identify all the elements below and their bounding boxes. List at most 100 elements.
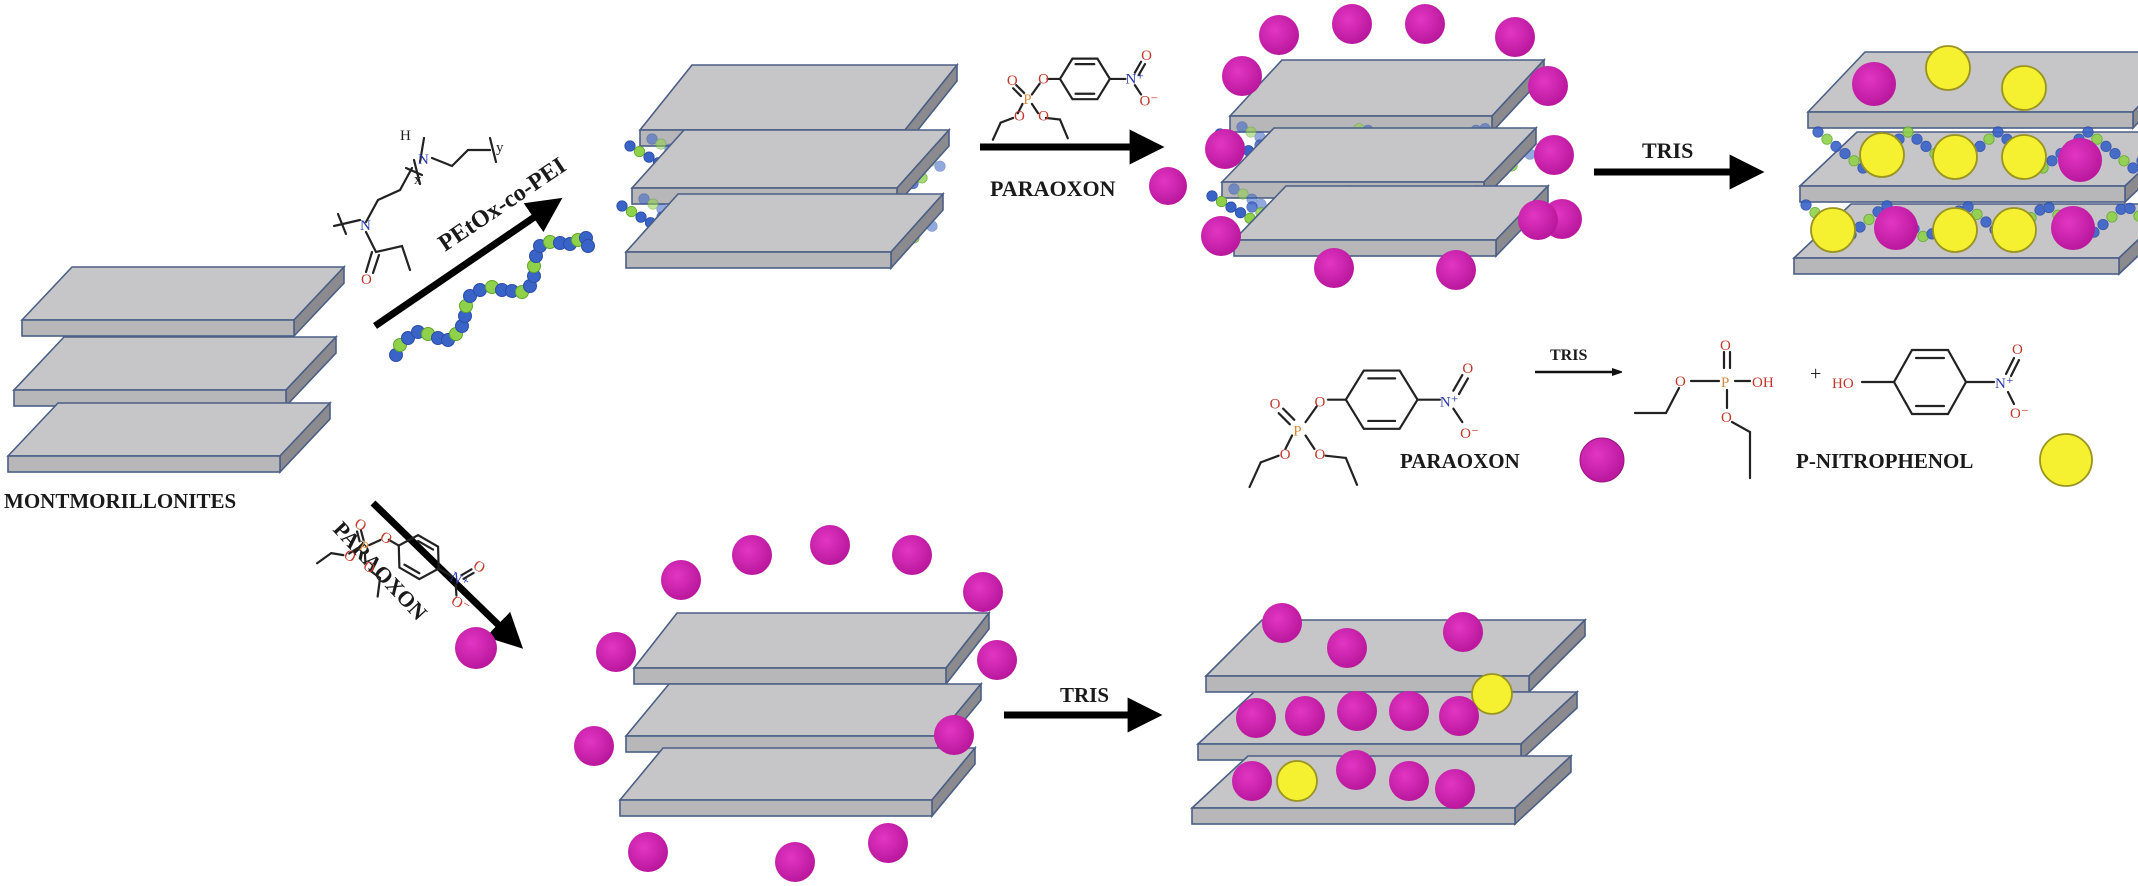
paraoxon-molecule <box>2051 206 2095 250</box>
subscript-x: x <box>414 172 422 188</box>
paraoxon-molecule <box>1443 612 1483 652</box>
paraoxon-molecule <box>1518 200 1558 240</box>
atom-o-label: O <box>1720 338 1731 354</box>
atom-o-label: O <box>1141 48 1152 64</box>
paraoxon-legend-circle <box>1579 437 1625 483</box>
paraoxon-molecule <box>1314 248 1354 288</box>
p-nitrophenol-molecule <box>1932 207 1978 253</box>
tris-arrow-bottom-label: TRIS <box>1060 683 1109 707</box>
clay-sheet <box>1232 184 1550 258</box>
paraoxon-molecule <box>1262 603 1302 643</box>
paraoxon-molecule <box>1389 761 1429 801</box>
atom-o-label: O <box>377 529 395 548</box>
atom-n-label-2: N <box>418 152 429 168</box>
p-nitrophenol-molecule <box>1276 760 1318 802</box>
p-nitrophenol-molecule <box>1810 207 1856 253</box>
p-nitrophenol-molecule <box>2001 134 2047 180</box>
p-nitrophenol-molecule <box>1925 45 1971 91</box>
clay-sheet <box>6 400 332 475</box>
atom-h-label: H <box>400 128 411 144</box>
atom-n-plus-label: N⁺ <box>1125 72 1144 88</box>
paraoxon-molecule <box>1534 135 1574 175</box>
clay-tris-stack <box>1189 603 1587 826</box>
clay-sheet <box>630 127 951 207</box>
p-nitrophenol-molecule <box>1471 673 1513 715</box>
atom-o-label: O <box>1007 73 1018 89</box>
paraoxon-molecule <box>1332 4 1372 44</box>
clay-polymer-paraoxon-stack <box>1201 4 1582 290</box>
atom-o-label: O <box>1721 410 1732 426</box>
clay-pristine-stack <box>6 264 346 475</box>
clay-sheet <box>632 610 991 687</box>
paraoxon-molecule <box>1436 250 1476 290</box>
paraoxon-molecule <box>1205 129 1245 169</box>
paraoxon-molecule <box>2058 138 2102 182</box>
atom-o-label: O <box>1038 72 1049 88</box>
atom-oh-label: OH <box>1752 375 1774 391</box>
atom-o-minus-label: O⁻ <box>1140 93 1159 109</box>
clay-polymer-tris-stack <box>1791 45 2138 276</box>
polymer-arrow-group: PEtOx-co-PEI N O N H x y <box>332 128 595 362</box>
paraoxon-molecule <box>1285 696 1325 736</box>
atom-n-label: N <box>360 218 371 234</box>
tris-arrow-top-group: TRIS <box>1594 138 1765 190</box>
paraoxon-molecule <box>1528 66 1568 106</box>
atom-o-label: O <box>1280 447 1291 463</box>
atom-o-minus-label: O⁻ <box>2010 406 2029 422</box>
reaction-reagent-label: TRIS <box>1550 347 1587 364</box>
p-nitrophenol-molecule <box>1932 134 1978 180</box>
atom-o-label: O <box>1014 108 1025 124</box>
atom-p-label: P <box>1721 375 1729 391</box>
paraoxon-molecule <box>1405 4 1445 44</box>
paraoxon-molecule <box>1327 628 1367 668</box>
paraoxon-molecule <box>574 726 614 766</box>
clay-paraoxon-stack <box>574 525 1017 882</box>
paraoxon-molecule <box>1236 698 1276 738</box>
paraoxon-molecule <box>1389 691 1429 731</box>
paraoxon-circle-icon <box>455 627 497 669</box>
atom-o-label: O <box>1314 447 1325 463</box>
p-nitrophenol-legend-circle <box>2039 433 2093 487</box>
paraoxon-molecule <box>1336 750 1376 790</box>
paraoxon-molecule <box>661 560 701 600</box>
clay-sheet <box>624 681 983 755</box>
paraoxon-molecule <box>1874 206 1918 250</box>
petox-co-pei-structure: N O N H x y <box>332 128 504 288</box>
atom-p-label: P <box>1293 424 1301 440</box>
montmorillonites-label: MONTMORILLONITES <box>4 489 236 513</box>
atom-o-label: O <box>1314 394 1325 410</box>
clay-sheet <box>20 264 346 339</box>
atom-o-label: O <box>341 547 359 566</box>
polymer-bead <box>581 239 595 253</box>
atom-o-label: O <box>2012 342 2023 358</box>
arrow-to-polymer-clay <box>373 197 563 329</box>
p-nitrophenol-structure: HO N⁺ O O⁻ <box>1832 342 2029 422</box>
p-nitrophenol-molecule <box>1991 207 2037 253</box>
clay-sheet <box>1204 618 1587 694</box>
subscript-y: y <box>496 140 504 156</box>
paraoxon-molecule <box>775 842 815 882</box>
atom-o-label: O <box>1038 108 1049 124</box>
tris-arrow-top-label: TRIS <box>1642 138 1693 163</box>
tris-arrow-bottom-group: TRIS <box>1004 683 1163 733</box>
clay-sheet <box>1228 57 1546 135</box>
paraoxon-molecule <box>810 525 850 565</box>
atom-ho-label: HO <box>1832 376 1854 392</box>
paraoxon-molecule <box>868 823 908 863</box>
paraoxon-molecule <box>732 535 772 575</box>
paraoxon-molecule <box>1435 769 1475 809</box>
atom-p-label: P <box>1023 92 1031 108</box>
atom-n-plus-label: N⁺ <box>1440 394 1459 410</box>
paraoxon-molecule <box>1222 56 1262 96</box>
atom-o-label: O <box>1675 374 1686 390</box>
atom-o-label: O <box>1270 397 1281 413</box>
paraoxon-molecule <box>1439 696 1479 736</box>
atom-o-minus-label: O⁻ <box>1460 426 1479 442</box>
atom-o-label: O <box>1462 361 1473 377</box>
